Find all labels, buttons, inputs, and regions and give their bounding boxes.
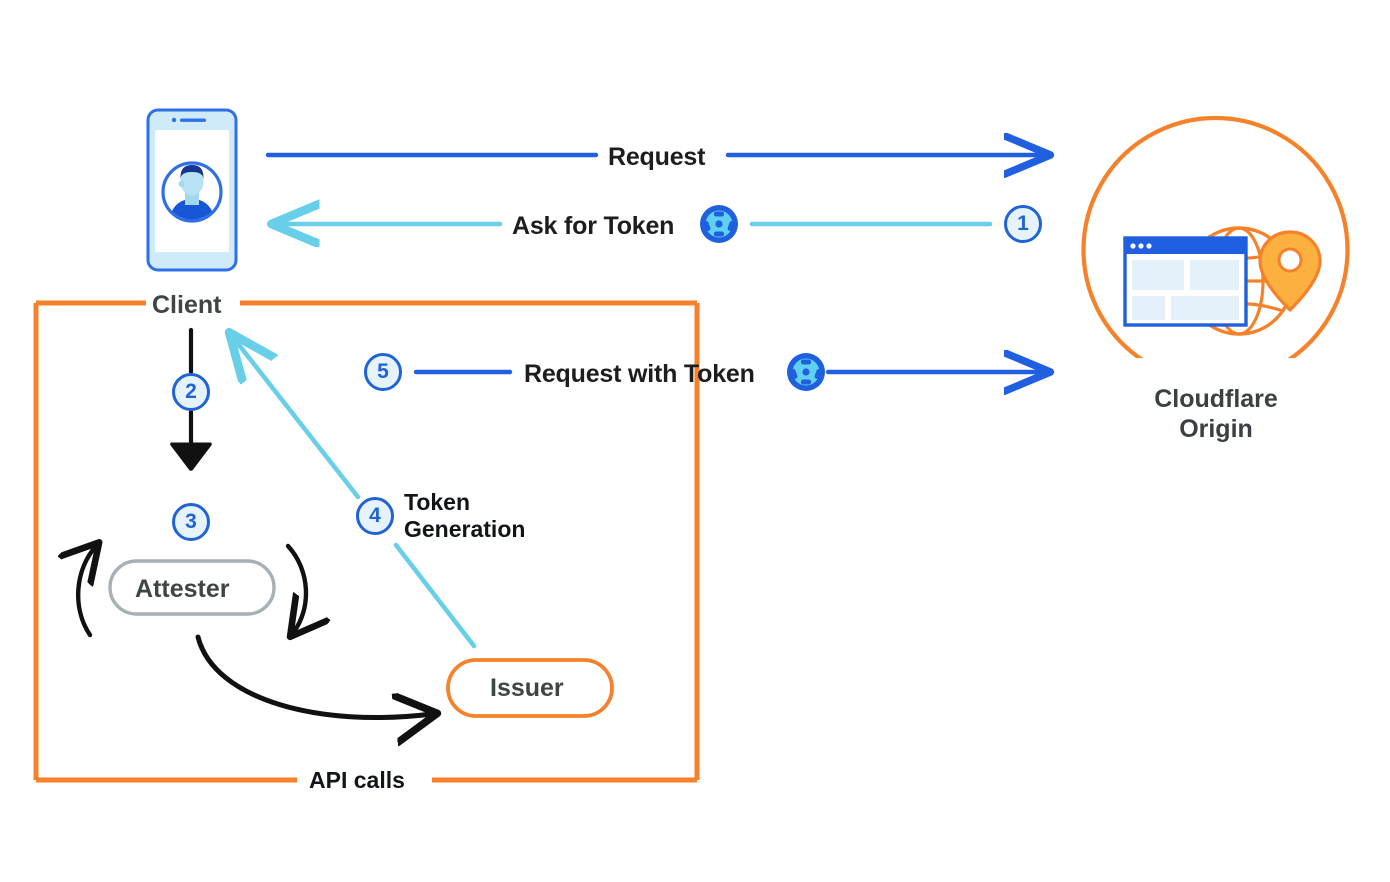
step-badge-1: 1 <box>1004 205 1042 243</box>
browser-window-icon <box>1123 236 1248 327</box>
issuer-label: Issuer <box>490 674 564 702</box>
origin-label-line2: Origin <box>1179 415 1253 443</box>
client-label: Client <box>152 291 222 319</box>
api-calls-label: API calls <box>309 767 405 793</box>
privacy-pass-token-icon <box>787 353 825 391</box>
step-badge-5: 5 <box>364 353 402 391</box>
token-generation-line2: Generation <box>404 516 526 542</box>
flow-attester-loop-arrows <box>78 546 432 718</box>
flow-label-request-with-token: Request with Token <box>524 360 755 388</box>
attester-label: Attester <box>135 575 230 603</box>
origin-ring <box>1081 115 1350 398</box>
attester-node[interactable] <box>108 559 276 616</box>
origin-label-line1: Cloudflare <box>1154 385 1278 413</box>
client-boundary-box <box>33 300 700 783</box>
flow-label-request: Request <box>608 143 706 171</box>
map-pin-icon <box>1258 230 1322 312</box>
privacy-pass-token-icon <box>700 205 738 243</box>
flow-label-ask-for-token: Ask for Token <box>512 212 675 240</box>
step-badge-2: 2 <box>172 373 210 411</box>
step-badge-3: 3 <box>172 503 210 541</box>
issuer-node[interactable] <box>446 658 614 718</box>
user-avatar-icon <box>161 161 223 223</box>
flow-token-generation-arrow <box>232 336 477 649</box>
step-badge-4: 4 <box>356 497 394 535</box>
token-generation-line1: Token <box>404 489 471 515</box>
